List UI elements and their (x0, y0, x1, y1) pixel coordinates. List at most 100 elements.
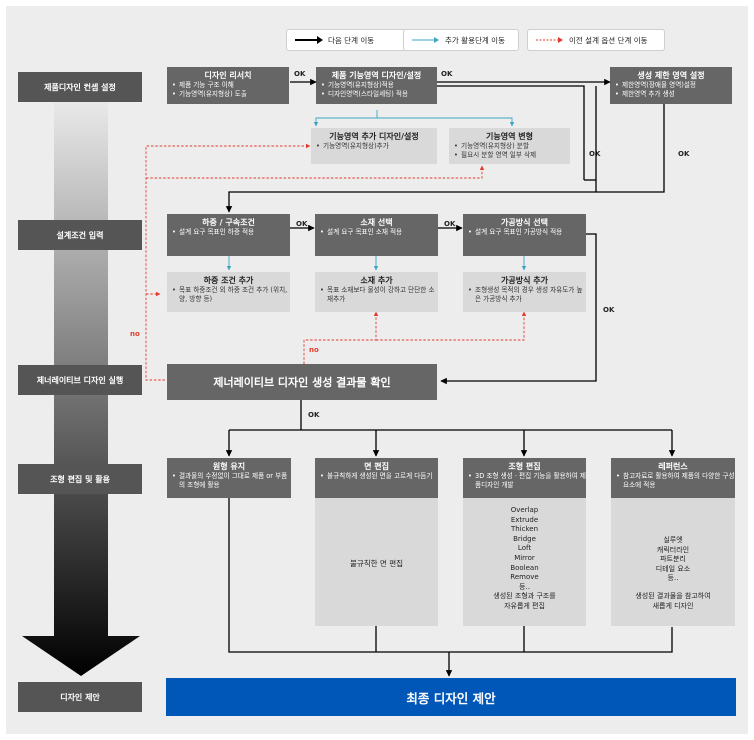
box-material-add-title: 소재 추가 (315, 272, 438, 286)
box-reference: 레퍼런스 참고자료로 활용하여 제품의 다양한 구성요소에 적용 (611, 458, 735, 498)
label-ok-8: OK (308, 411, 320, 419)
red-feedback-1 (145, 143, 311, 381)
box-function-modify-title: 기능영역 변형 (449, 128, 570, 142)
label-ok-1: OK (294, 70, 306, 78)
box-final-proposal-label: 최종 디자인 제안 (406, 690, 496, 706)
label-ok-7: OK (603, 306, 615, 314)
box-process-add-title: 가공방식 추가 (463, 272, 586, 286)
op-bridge: Bridge (513, 534, 536, 543)
legend-next-step-label: 다음 단계 이동 (328, 35, 375, 45)
bullet: 설계 요구 목표인 소재 적용 (320, 228, 438, 237)
op-etc: 등.. (519, 582, 530, 591)
stage-editing-label: 조형 편집 및 활용 (50, 474, 110, 484)
red-feedback-2 (146, 165, 485, 179)
red-feedback-5 (376, 311, 527, 341)
arrow-to-generate (440, 233, 597, 385)
shape-edit-footer-2: 자유롭게 편집 (504, 601, 545, 610)
op-extrude: Extrude (510, 515, 539, 524)
bullet: 설계 요구 목표인 가공방식 적용 (468, 228, 586, 237)
label-ok-4: OK (678, 150, 690, 158)
bullet: 제한영역(장애물 영역)설정 (615, 81, 732, 90)
cyan-arrow-1 (313, 110, 378, 127)
box-constraint-area: 생성 제한 영역 설정 제한영역(장애물 영역)설정제한영역 추가 생성 (610, 67, 732, 104)
bullet: 결과물의 수정없이 그대로 제품 or 부품의 조형에 활용 (172, 472, 291, 490)
bullet: 제품 기능 구조 이해 (172, 81, 289, 90)
box-final-proposal: 최종 디자인 제안 (166, 678, 736, 716)
box-keep-shape: 원형 유지 결과물의 수정없이 그대로 제품 or 부품의 조형에 활용 (167, 458, 291, 498)
box-function-add-title: 기능영역 추가 디자인/설정 (311, 128, 437, 142)
stage-conditions-label: 설계조건 입력 (56, 230, 104, 240)
box-keep-shape-title: 원형 유지 (212, 462, 246, 471)
box-surface-edit: 면 편집 불규칙하게 생성된 면을 고르게 다듬기 (315, 458, 438, 498)
stage-proposal-label: 디자인 제안 (60, 692, 100, 702)
red-feedback-4 (303, 311, 379, 364)
box-generative-result-label: 제너레이티브 디자인 생성 결과물 확인 (213, 376, 391, 389)
cyan-arrow-2 (377, 117, 515, 127)
box-generative-result: 제너레이티브 디자인 생성 결과물 확인 (167, 364, 437, 400)
shape-edit-footer-1: 생성된 조형과 구조를 (493, 592, 556, 601)
legend-extra-step: 추가 활용단계 이동 (403, 29, 519, 51)
box-function-add: 기능영역 추가 디자인/설정 기능영역(유지형상)추가 (311, 128, 437, 164)
ref-detail: 디테일 요소 (655, 564, 691, 573)
ref-silhouette: 실루엣 (663, 536, 683, 544)
box-reference-title: 레퍼런스 (658, 462, 688, 471)
bullet: 기능영역(유지형상) 분할 (454, 142, 570, 151)
ref-character-line: 캐릭터라인 (656, 545, 690, 554)
bullet: 3D 조형 생성 · 편집 기능을 활용하여 제품디자인 개발 (468, 472, 586, 490)
bullet: 디자인영역(스타일세팅) 적용 (321, 90, 437, 99)
op-loft: Loft (517, 544, 532, 553)
legend-extra-step-label: 추가 활용단계 이동 (445, 35, 505, 45)
box-surface-edit-title: 면 편집 (364, 462, 389, 471)
bullet: 기능영역(유지형상) 도출 (172, 90, 289, 99)
op-overlap: Overlap (510, 506, 539, 514)
cyan-arrow-icon (412, 37, 439, 43)
box-shape-edit-title: 조형 편집 (508, 462, 541, 471)
bullet: 설계 요구 목표인 하중 적용 (172, 228, 290, 237)
label-ok-2: OK (441, 70, 453, 78)
label-ok-3: OK (589, 150, 601, 158)
box-shape-edit-body: Overlap Extrude Thicken Bridge Loft Mirr… (463, 498, 586, 626)
box-process-add: 가공방식 추가 조형생성 목적의 경우 생성 자유도가 높은 가공방식 추가 (463, 272, 586, 312)
bullet: 기능영역(유지형상)적용 (321, 81, 437, 90)
box-function-area: 제품 기능영역 디자인/설정 기능영역(유지형상)적용디자인영역(스타일세팅) … (316, 67, 437, 104)
arrow-r1-c2 (437, 85, 585, 180)
stage-concept: 제품디자인 컨셉 설정 (18, 72, 142, 102)
bullet: 기능영역(유지형상)추가 (316, 142, 437, 151)
box-load-add: 하중 조건 추가 목표 하중조건 외 하중 조건 추가 (위치, 양, 방향 등… (167, 272, 290, 312)
label-no-2: no (309, 346, 319, 354)
arrow-merge (228, 498, 673, 653)
black-arrow-icon (295, 36, 323, 44)
bullet: 필요시 분할 영역 일부 삭제 (454, 151, 570, 160)
arrow-to-row2 (225, 104, 665, 213)
box-material-add: 소재 추가 목표 소재보다 물성이 강하고 단단한 소재추가 (315, 272, 438, 312)
reference-footer-2: 새롭게 디자인 (652, 601, 694, 610)
bullet: 목표 하중조건 외 하중 조건 추가 (위치, 양, 방향 등) (172, 286, 290, 304)
label-ok-6: OK (444, 220, 456, 228)
op-thicken: Thicken (510, 525, 539, 534)
box-process-title: 가공방식 선택 (463, 214, 586, 228)
bullet: 제한영역 추가 생성 (615, 90, 732, 99)
box-load-condition-title: 하중 / 구속조건 (167, 214, 290, 228)
box-constraint-area-title: 생성 제한 영역 설정 (610, 67, 732, 81)
box-surface-edit-body: 불규칙한 면 편집 (315, 498, 438, 626)
reference-footer-1: 생성된 결과물을 참고하여 (635, 591, 711, 600)
ref-parting: 파트분리 (660, 555, 686, 564)
bullet: 목표 소재보다 물성이 강하고 단단한 소재추가 (320, 286, 438, 304)
label-ok-5: OK (296, 220, 308, 228)
stage-concept-label: 제품디자인 컨셉 설정 (44, 82, 116, 92)
box-load-add-title: 하중 조건 추가 (167, 272, 290, 286)
bullet: 조형생성 목적의 경우 생성 자유도가 높은 가공방식 추가 (468, 286, 586, 304)
box-shape-edit: 조형 편집 3D 조형 생성 · 편집 기능을 활용하여 제품디자인 개발 (463, 458, 586, 498)
stage-proposal: 디자인 제안 (18, 682, 142, 712)
bullet: 참고자료로 활용하여 제품의 다양한 구성요소에 적용 (616, 472, 735, 490)
box-material: 소재 선택 설계 요구 목표인 소재 적용 (315, 214, 438, 256)
stage-generative: 제너레이티브 디자인 실행 (18, 365, 142, 395)
label-no-1: no (130, 330, 140, 338)
box-material-title: 소재 선택 (315, 214, 438, 228)
box-reference-body: 실루엣 캐릭터라인 파트분리 디테일 요소 등.. 생성된 결과물을 참고하여 … (611, 498, 735, 626)
legend-prev-option-label: 이전 설계 옵션 단계 이동 (569, 35, 648, 45)
op-remove: Remove (510, 573, 539, 582)
ref-etc: 등.. (667, 574, 679, 583)
